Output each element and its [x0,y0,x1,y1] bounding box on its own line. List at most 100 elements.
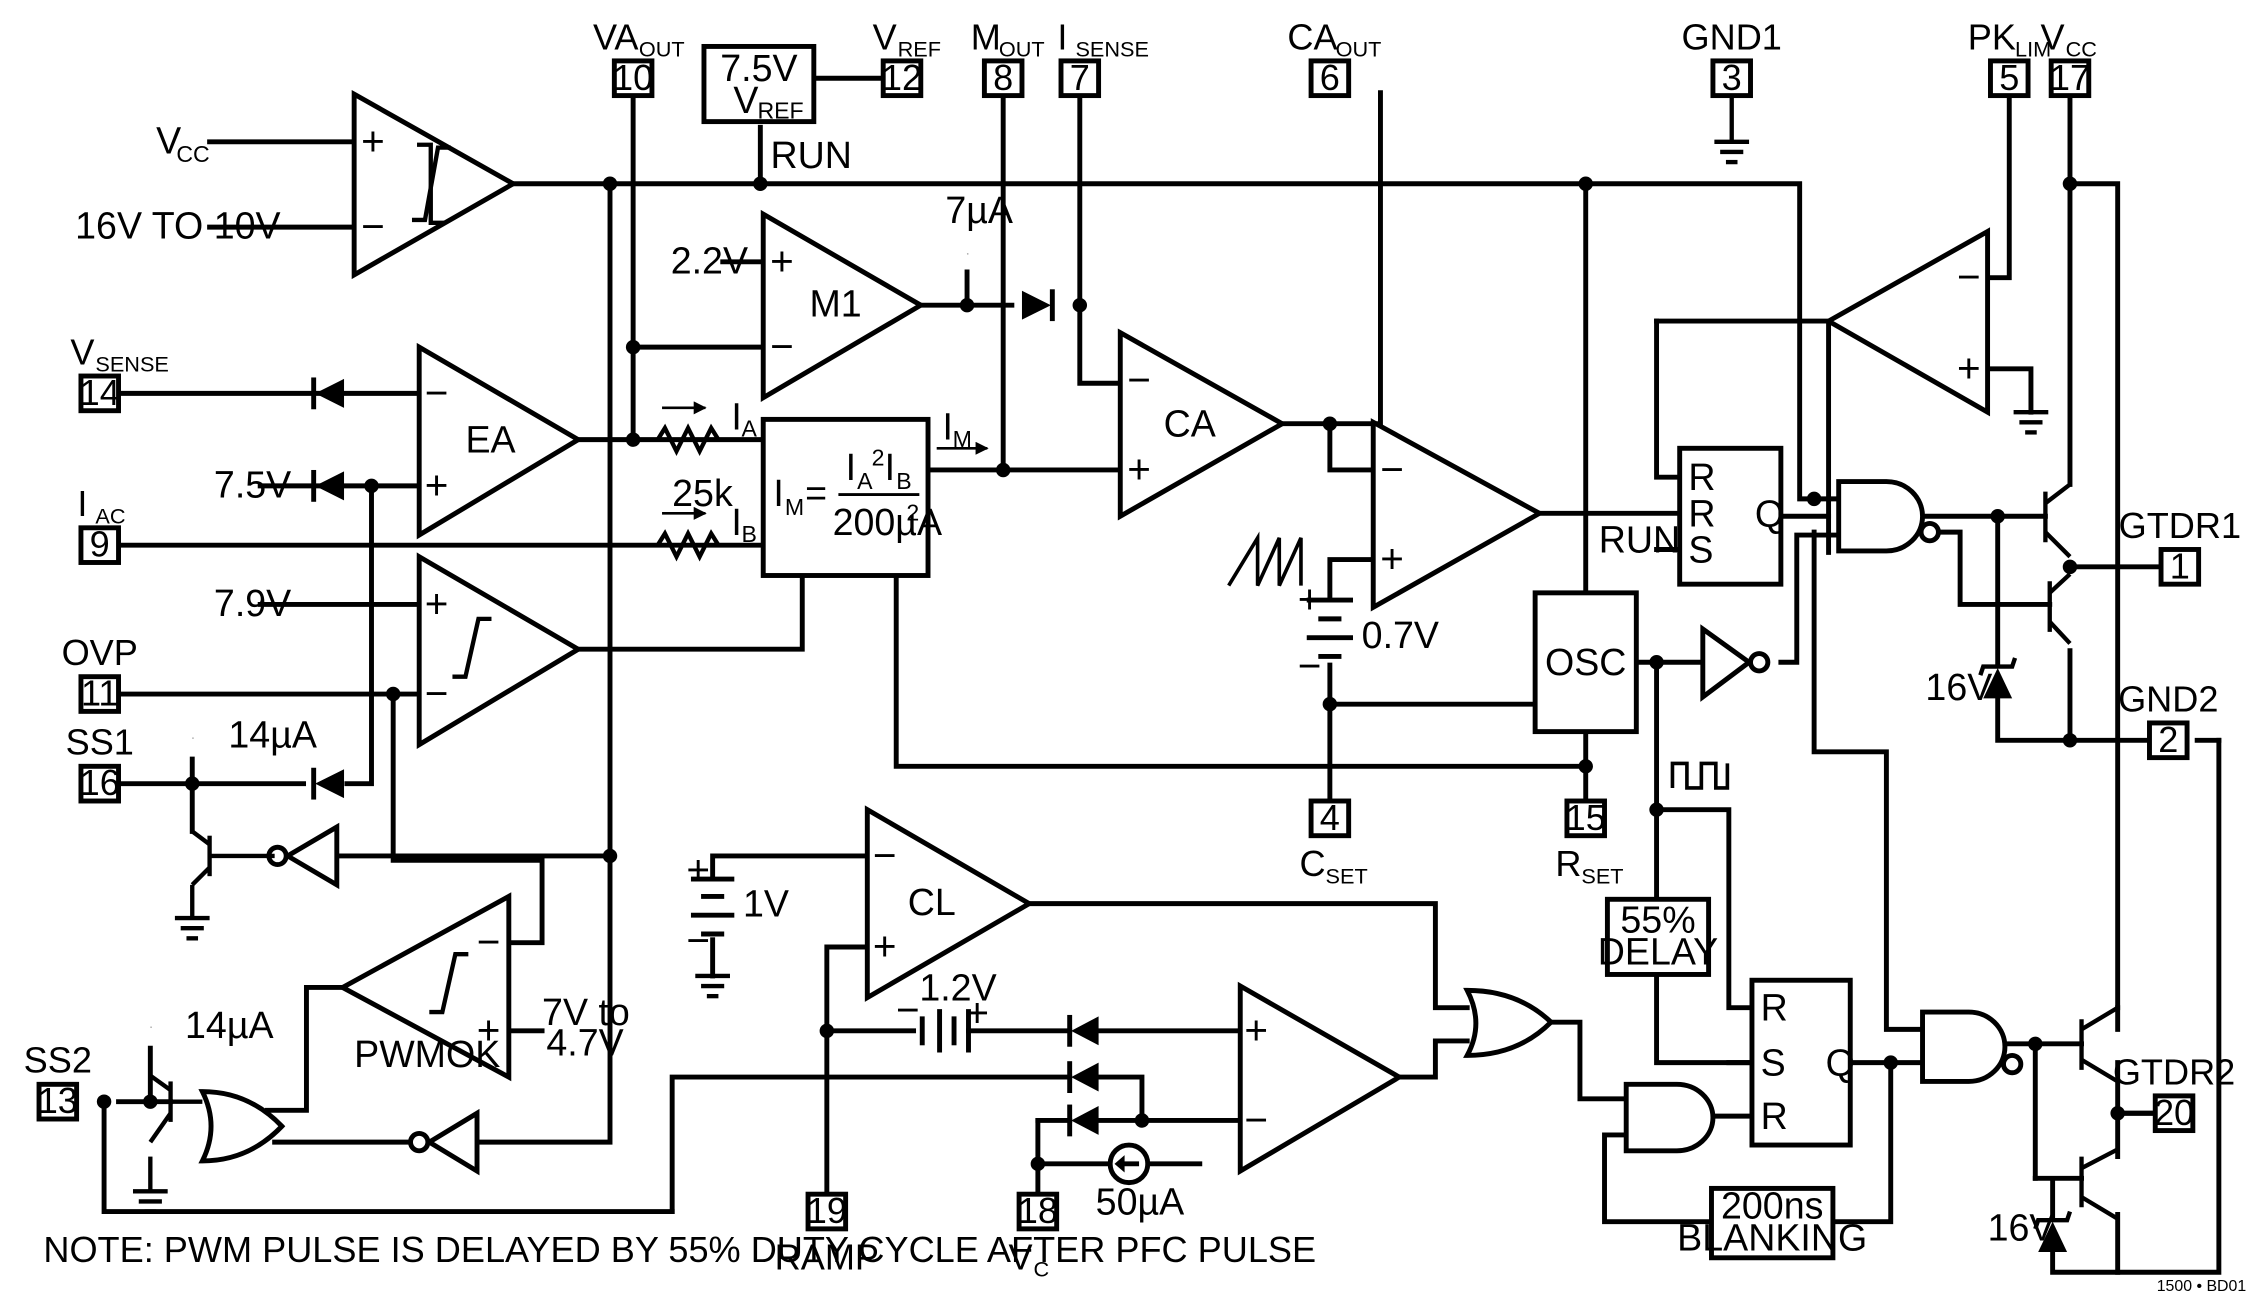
pin-label: V [1008,1236,1032,1277]
pin-number: 2 [2158,719,2178,760]
svg-text:+: + [1380,536,1404,582]
svg-text:−: − [1244,1096,1268,1142]
sr-latch-1: R R S Q [1677,445,1784,587]
diodes [311,289,1099,1137]
pin-label-subscript: CC [2066,37,2097,62]
svg-text:BLANKING: BLANKING [1677,1217,1867,1259]
v22-label: 2.2V [671,239,748,281]
pin-label: OVP [62,632,138,673]
ca-label: CA [1164,403,1216,445]
pin-label-subscript: AC [95,503,125,528]
svg-text:+: + [477,1007,501,1053]
pin-label-subscript: C [1034,1257,1050,1282]
pin-label: V [873,16,897,57]
svg-text:I: I [846,446,856,488]
svg-text:−: − [425,369,449,415]
wires [101,75,2222,1275]
nand-gate-1 [1836,479,1941,554]
run-label-1: RUN [770,134,851,176]
vcc-input-label: V [156,119,181,161]
svg-text:−: − [686,917,710,963]
svg-text:−: − [1127,356,1151,402]
svg-text:−: − [361,203,385,249]
osc-block: OSC [1532,590,1639,735]
svg-text:I: I [942,406,952,448]
pwmok-comparator: − + PWMOK [337,892,512,1082]
svg-text:55%: 55% [1620,899,1695,941]
labels: V CC 16V TO 10V RUN RUN 2.2V 7µA 7.5V 7.… [43,119,2246,1295]
svg-text:Q: Q [1826,1042,1855,1084]
pin-number: 13 [38,1080,78,1121]
i7ua-label: 7µA [945,189,1013,231]
i14ua-label-2: 14µA [185,1004,274,1046]
pin-label: VA [593,16,639,57]
pin-label-subscript: SET [1581,863,1623,888]
pin-label: V [70,331,94,372]
svg-text:+: + [770,238,794,284]
pin-number: 11 [81,673,119,714]
zener-diodes: 16V 16V [1925,657,2073,1253]
pin-number: 4 [1320,797,1340,838]
drawing-id: 1500 • BD01 [2157,1278,2247,1295]
svg-text:I: I [885,446,895,488]
svg-text:−: − [425,670,449,716]
vref-block: 7.5V V REF [701,43,817,125]
v79-label: 7.9V [214,582,291,624]
pin-number: 16 [80,762,120,803]
current-source-50ua [1107,1142,1151,1186]
pin-number: 14 [80,372,120,413]
or-gate-cl [1463,987,1555,1058]
i50ua-label: 50µA [1096,1180,1185,1222]
svg-text:REF: REF [757,98,803,124]
v75-label: 7.5V [214,463,291,505]
svg-text:+: + [425,462,449,508]
svg-text:B: B [896,468,911,494]
svg-text:−: − [1380,446,1404,492]
pin-number: 20 [2154,1092,2194,1133]
svg-text:R: R [1688,456,1715,498]
svg-text:−: − [1957,254,1981,300]
svg-text:+: + [1244,1007,1268,1053]
m1-label: M1 [809,283,861,325]
pin-label: I [77,483,87,524]
vc-amplifier: + − [1237,981,1405,1176]
battery-1v: + − 1V [686,846,789,963]
pin-number: 1 [2170,545,2190,586]
v1-label: 1V [743,883,789,925]
svg-text:+: + [361,118,385,164]
pin-number: 19 [807,1190,847,1231]
sr-latch-2: R S R Q [1749,977,1855,1148]
pin-label: GTDR1 [2119,505,2241,546]
svg-text:V: V [733,79,758,121]
svg-text:+: + [686,846,710,892]
pin-number: 8 [993,57,1013,98]
pwmok-threshold-2: 4.7V [546,1021,623,1063]
svg-text:+: + [873,923,897,969]
zener2-label: 16V [1988,1206,2055,1248]
pin-label: I [1057,16,1067,57]
pin-label: SS1 [66,722,134,763]
v07-label: 0.7V [1362,614,1439,656]
pin-number: 7 [1070,57,1090,98]
svg-text:R: R [1761,1095,1788,1137]
resistors: I A I B I M 25k [655,396,989,562]
battery-12v: − + 1.2V [896,966,997,1053]
and-gate [1623,1081,1716,1154]
pin-label: GND2 [2118,678,2218,719]
pin-number: 5 [1999,57,2019,98]
pin-number: 17 [2050,57,2090,98]
svg-text:−: − [770,323,794,369]
svg-text:+: + [965,990,989,1036]
